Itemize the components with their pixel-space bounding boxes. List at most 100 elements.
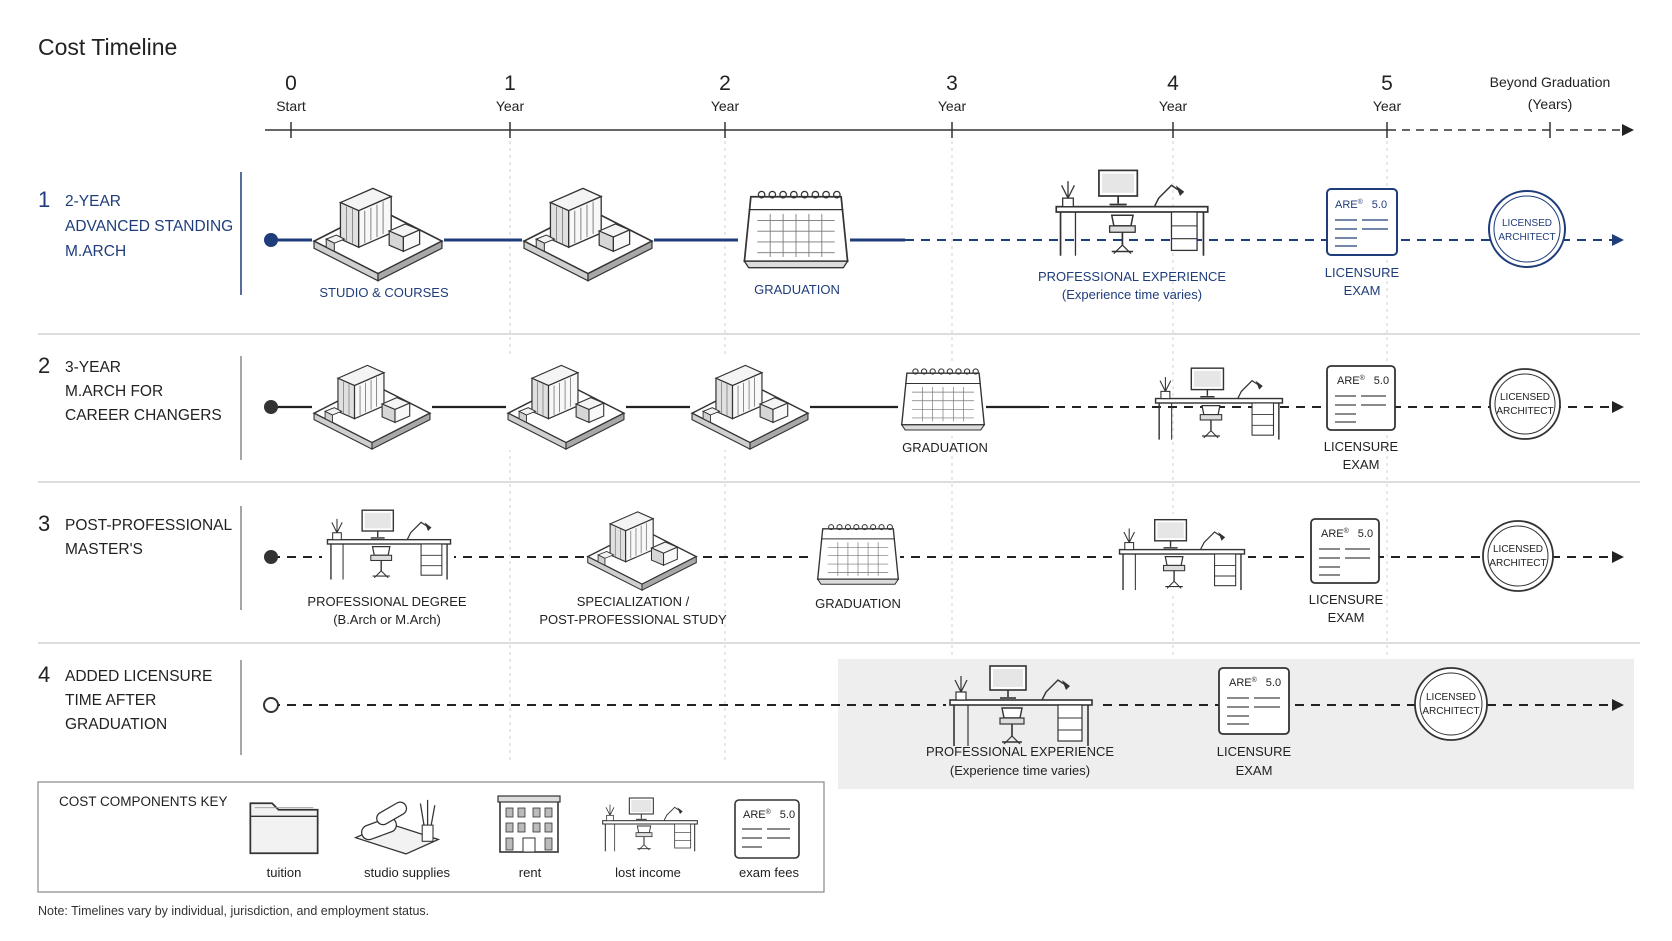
track-4-label-line2: TIME AFTER (65, 692, 156, 709)
track-4-number: 4 (38, 662, 50, 687)
track-3-label-line1: POST-PROFESSIONAL (65, 517, 232, 534)
track-1-label-line3: M.ARCH (65, 243, 126, 260)
seal-line2: ARCHITECT (1422, 706, 1479, 717)
label-experience-varies: (Experience time varies) (950, 763, 1090, 778)
exam-card-icon (1218, 667, 1290, 735)
label-exam: EXAM (1328, 610, 1365, 625)
svg-text:ARE®5.0: ARE® 5.0 (743, 808, 795, 821)
desk-icon (1154, 367, 1284, 441)
svg-text:ARE®5.0: ARE® 5.0 (1321, 527, 1373, 540)
exam-card-reg: ® (766, 808, 772, 816)
track-3-label-line2: MASTER'S (65, 541, 143, 558)
seal-line1: LICENSED (1493, 544, 1543, 555)
track-3-start-dot (264, 550, 278, 564)
axis-tick-1-number: 1 (504, 72, 516, 95)
track-1: 1 2-YEAR ADVANCED STANDING M.ARCH ARE®5.… (38, 169, 1624, 302)
exam-card-are: ARE (1335, 199, 1358, 211)
track-3: 3 POST-PROFESSIONAL MASTER'S ARE® 5.0 LIC… (38, 504, 1624, 627)
axis-tick-2-number: 2 (719, 72, 731, 95)
seal-line1: LICENSED (1426, 692, 1476, 703)
label-studio-courses: STUDIO & COURSES (319, 285, 449, 300)
exam-card-version: 5.0 (1266, 677, 1281, 689)
exam-card-version: 5.0 (1374, 375, 1389, 387)
exam-card-are: ARE (1321, 528, 1344, 540)
exam-card-are: ARE (743, 809, 766, 821)
track-2-label-line3: CAREER CHANGERS (65, 407, 222, 424)
label-exam: EXAM (1236, 763, 1273, 778)
label-exam: EXAM (1343, 457, 1380, 472)
seal-line2: ARCHITECT (1496, 406, 1553, 417)
track-2: 2 3-YEAR M.ARCH FOR CAREER CHANGERS ARE®… (38, 353, 1624, 472)
exam-card-version: 5.0 (1358, 528, 1373, 540)
row-separators (38, 333, 1640, 644)
licensed-seal-icon (1488, 190, 1566, 268)
label-graduation: GRADUATION (815, 596, 901, 611)
axis-tick-5-number: 5 (1381, 72, 1393, 95)
calendar-icon (901, 368, 985, 431)
exam-card-version: 5.0 (780, 809, 795, 821)
axis-tick-0-label: Start (276, 98, 306, 114)
svg-text:ARE®5.0: ARE® 5.0 (1337, 374, 1389, 387)
axis-tick-2-label: Year (711, 98, 740, 114)
track-3-number: 3 (38, 511, 50, 536)
calendar-icon (816, 523, 900, 585)
label-graduation: GRADUATION (754, 282, 840, 297)
label-degree-types: (B.Arch or M.Arch) (333, 612, 441, 627)
axis-tick-5-label: Year (1373, 98, 1402, 114)
label-professional-degree: PROFESSIONAL DEGREE (307, 594, 466, 609)
track-2-label-line2: M.ARCH FOR (65, 383, 163, 400)
key-label-tuition: tuition (267, 865, 302, 880)
track-1-number: 1 (38, 187, 50, 212)
year-axis: 0 1 2 3 4 5 Start Year Year Year Year Ye… (265, 72, 1634, 138)
licensed-seal-icon (1489, 368, 1561, 440)
key-label-rent: rent (519, 865, 542, 880)
axis-tick-0-number: 0 (285, 72, 297, 95)
exam-card-version: 5.0 (1372, 199, 1387, 211)
building-icon (497, 795, 561, 853)
exam-card-reg: ® (1360, 374, 1366, 382)
track-4-start-dot (263, 697, 279, 713)
track-1-start-dot (264, 233, 278, 247)
folder-icon (249, 802, 319, 855)
track-1-label-line2: ADVANCED STANDING (65, 218, 233, 235)
label-exam: EXAM (1344, 283, 1381, 298)
track-4-label-line3: GRADUATION (65, 716, 167, 733)
label-experience-varies: (Experience time varies) (1062, 287, 1202, 302)
track-4: 4 ADDED LICENSURE TIME AFTER GRADUATION … (38, 660, 1624, 778)
label-professional-experience: PROFESSIONAL EXPERIENCE (1038, 269, 1226, 284)
track-1-label-line1: 2-YEAR (65, 193, 121, 210)
key-label-lost-income: lost income (615, 865, 681, 880)
axis-tick-4-label: Year (1159, 98, 1188, 114)
licensed-seal-icon (1482, 520, 1554, 592)
exam-card-reg: ® (1344, 527, 1350, 535)
label-graduation: GRADUATION (902, 440, 988, 455)
exam-card-reg: ® (1252, 676, 1258, 684)
axis-tick-1-label: Year (496, 98, 525, 114)
axis-tick-3-label: Year (938, 98, 967, 114)
track-4-label-line1: ADDED LICENSURE (65, 668, 212, 685)
label-licensure: LICENSURE (1217, 744, 1292, 759)
axis-beyond-line1: Beyond Graduation (1490, 74, 1611, 90)
axis-beyond-line2: (Years) (1528, 96, 1573, 112)
licensed-seal-icon (1414, 667, 1488, 741)
footnote: Note: Timelines vary by individual, juri… (38, 904, 429, 918)
track-2-number: 2 (38, 353, 50, 378)
seal-line1: LICENSED (1500, 392, 1550, 403)
axis-tick-4-number: 4 (1167, 72, 1179, 95)
key-title: COST COMPONENTS KEY (59, 794, 228, 809)
seal-line2: ARCHITECT (1498, 232, 1555, 243)
svg-text:ARE®5.0: ARE® 5.0 (1229, 676, 1281, 689)
label-professional-experience: PROFESSIONAL EXPERIENCE (926, 744, 1114, 759)
axis-tick-3-number: 3 (946, 72, 958, 95)
label-licensure: LICENSURE (1309, 592, 1384, 607)
track-2-start-dot (264, 400, 278, 414)
label-specialization: SPECIALIZATION / (577, 594, 690, 609)
page-title: Cost Timeline (38, 34, 177, 60)
desk-icon (1055, 169, 1209, 257)
seal-line2: ARCHITECT (1489, 558, 1546, 569)
exam-card-are: ARE (1229, 677, 1252, 689)
svg-text:ARE®5.0: ARE®5.0 (1335, 198, 1387, 211)
label-licensure: LICENSURE (1325, 265, 1400, 280)
exam-card-are: ARE (1337, 375, 1360, 387)
